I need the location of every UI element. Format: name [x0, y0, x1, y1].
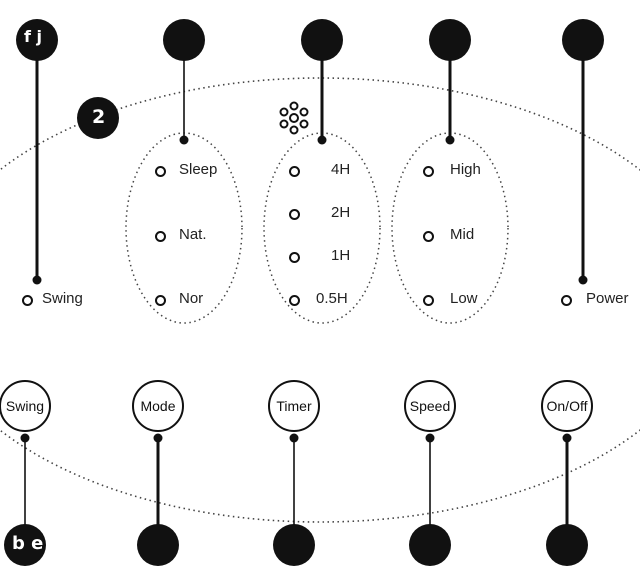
timer-4h-label: 4H — [331, 161, 351, 178]
callout-speed-leds — [429, 19, 471, 61]
onoff-button[interactable]: On/Off — [541, 380, 593, 432]
speed-mid-led-ring — [423, 231, 434, 242]
swing-button[interactable]: Swing — [0, 380, 51, 432]
timer-button[interactable]: Timer — [268, 380, 320, 432]
callout-mode-leds — [163, 19, 205, 61]
fan-icon — [279, 101, 309, 135]
timer-05h-label: 0.5H — [316, 290, 348, 307]
sleep-led-ring — [155, 166, 166, 177]
timer-2h-label: 2H — [331, 204, 351, 221]
callout-speed-button — [409, 524, 451, 566]
marker-bottom-left: b e — [12, 533, 44, 554]
timer-4h-led-ring — [289, 166, 300, 177]
mode-button[interactable]: Mode — [132, 380, 184, 432]
callout-mode-button — [137, 524, 179, 566]
mode-sleep-label: Sleep — [179, 161, 218, 178]
speed-low-label: Low — [450, 290, 478, 307]
power-led-ring — [561, 295, 572, 306]
swing-led-ring — [22, 295, 33, 306]
speed-button[interactable]: Speed — [404, 380, 456, 432]
callout-swing-led — [16, 19, 58, 61]
marker-panel: 2 — [92, 106, 106, 128]
callout-onoff-button — [546, 524, 588, 566]
speed-high-led-ring — [423, 166, 434, 177]
mode-nor-label: Nor — [179, 290, 204, 307]
timer-1h-led-ring — [289, 252, 300, 263]
speed-high-label: High — [450, 161, 481, 178]
timer-05h-led-ring — [289, 295, 300, 306]
speed-mid-label: Mid — [450, 226, 475, 243]
timer-2h-led-ring — [289, 209, 300, 220]
callout-power-led — [562, 19, 604, 61]
timer-1h-label: 1H — [331, 247, 351, 264]
callout-timer-leds — [301, 19, 343, 61]
power-indicator-label: Power — [586, 290, 629, 307]
mode-nat-label: Nat. — [179, 226, 207, 243]
nat-led-ring — [155, 231, 166, 242]
marker-top-left: f j — [24, 27, 43, 46]
callout-panel — [77, 97, 119, 139]
nor-led-ring — [155, 295, 166, 306]
swing-indicator-label: Swing — [42, 290, 83, 307]
speed-low-led-ring — [423, 295, 434, 306]
callout-swing-button — [4, 524, 46, 566]
callout-timer-button — [273, 524, 315, 566]
